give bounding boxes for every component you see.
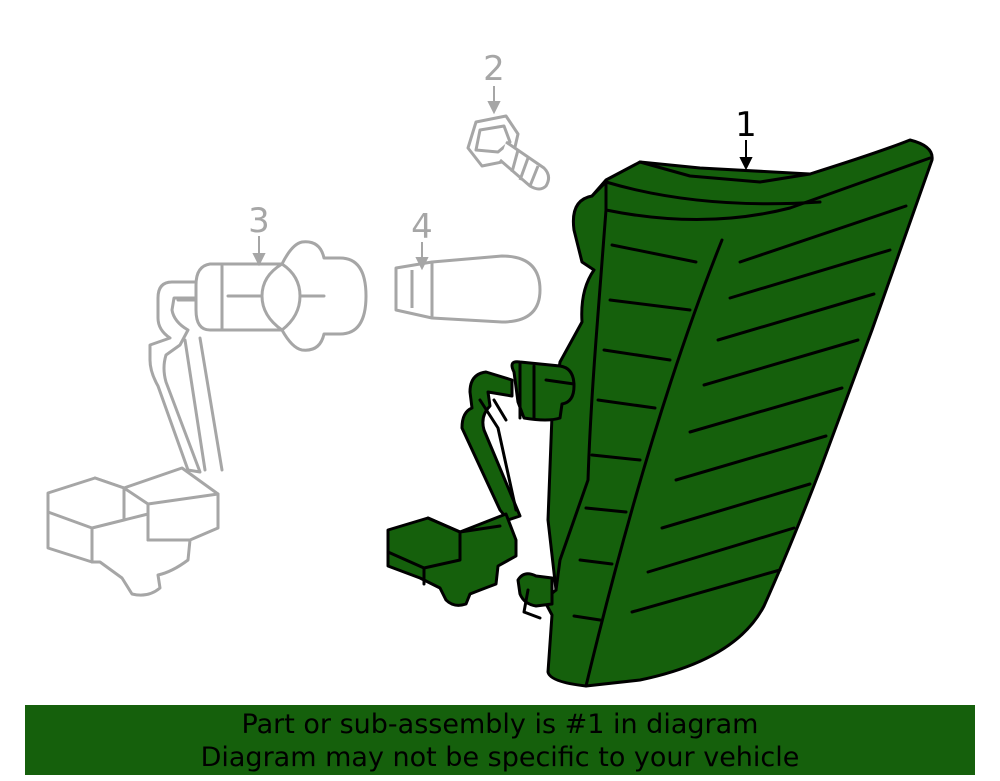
callout-label-2: 2 (483, 49, 505, 89)
banner-line-2: Diagram may not be specific to your vehi… (200, 742, 800, 773)
bulb-part-4 (394, 254, 542, 324)
socket-harness-part-3 (46, 240, 368, 597)
disclaimer-banner: Part or sub-assembly is #1 in diagram Di… (25, 705, 975, 775)
banner-line-1: Part or sub-assembly is #1 in diagram (241, 709, 759, 740)
callout-label-1: 1 (735, 105, 757, 145)
side-marker-lamp-part-1 (386, 138, 934, 688)
callout-arrows (252, 86, 753, 271)
arrow-head-2-icon (487, 101, 501, 115)
arrow-head-3-icon (252, 253, 266, 267)
arrow-head-4-icon (415, 257, 429, 271)
screw-part-2 (466, 114, 551, 191)
callout-label-3: 3 (248, 201, 270, 241)
callout-label-4: 4 (411, 207, 433, 247)
arrow-head-1-icon (739, 157, 753, 171)
